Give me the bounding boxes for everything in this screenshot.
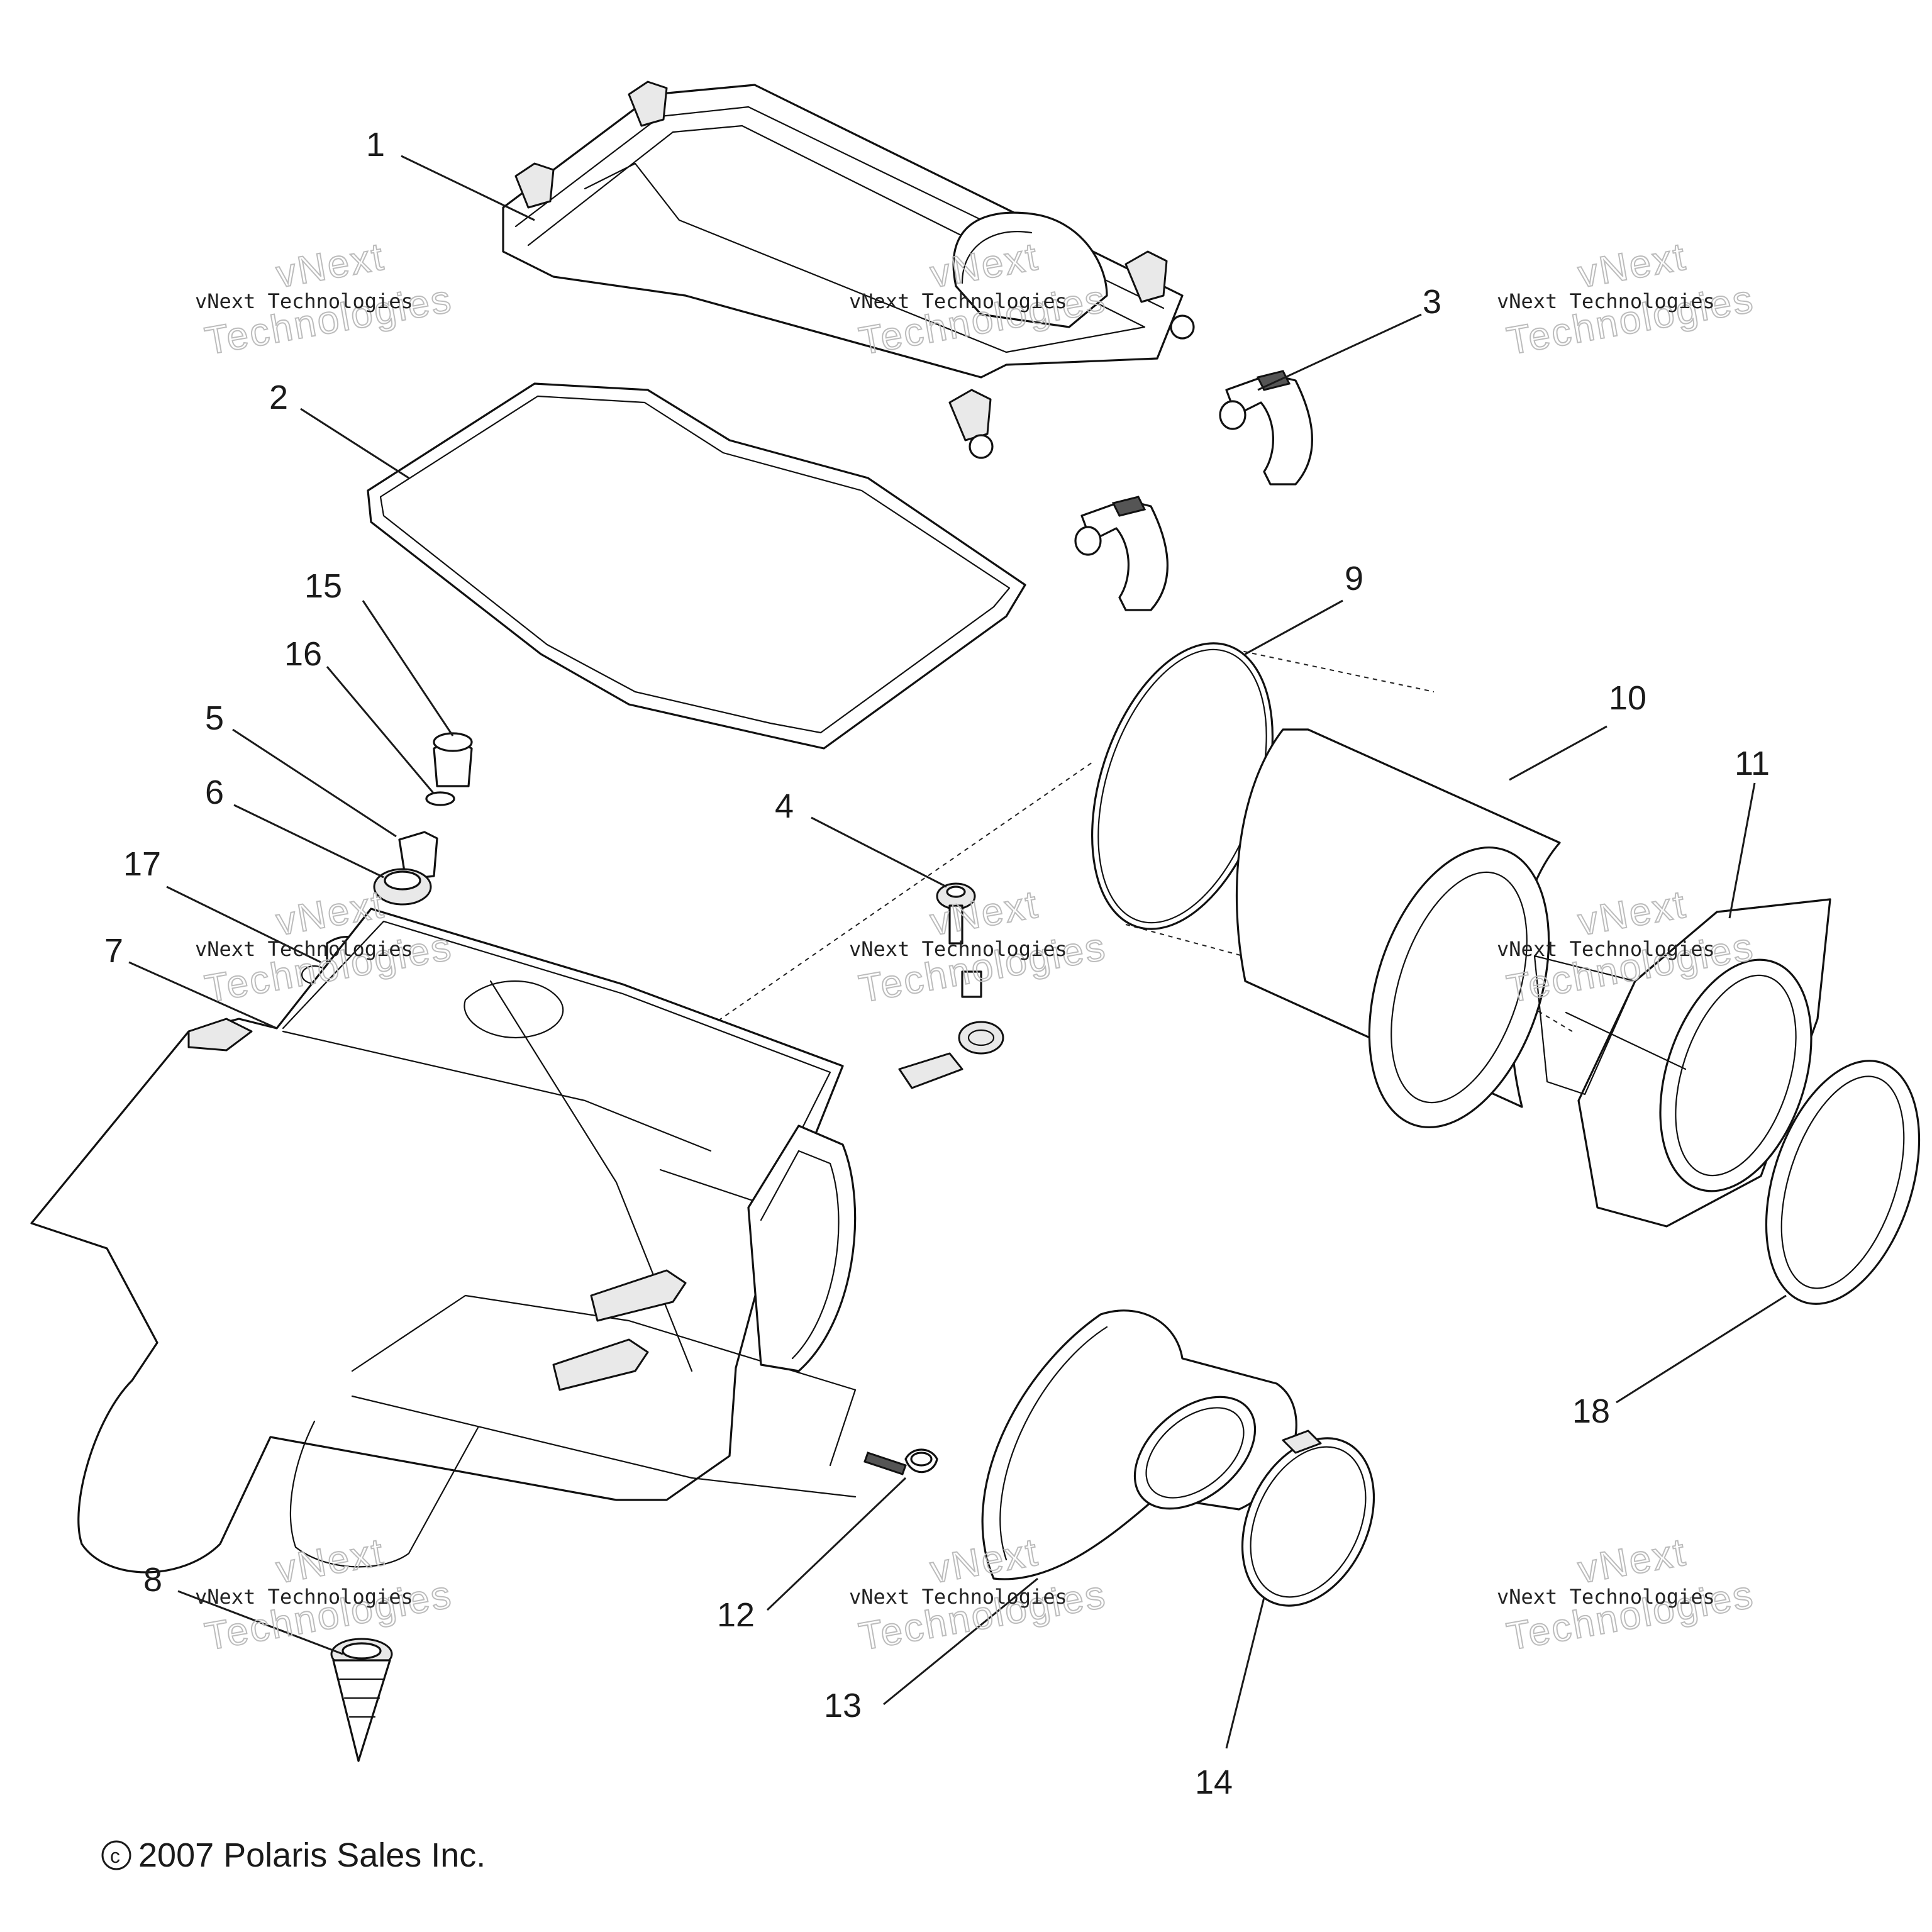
svg-text:vNext Technologies: vNext Technologies <box>1497 1585 1715 1609</box>
part-1-airbox-cover <box>502 80 1195 459</box>
leader-lines <box>128 155 1787 1749</box>
copyright-symbol: c <box>110 1845 120 1867</box>
part-4-grommet-set <box>936 882 1004 1055</box>
callout-3: 3 <box>1423 283 1441 321</box>
callout-1: 1 <box>366 126 385 164</box>
callout-14: 14 <box>1195 1763 1233 1801</box>
callout-18: 18 <box>1572 1392 1610 1430</box>
callout-11: 11 <box>1735 745 1770 782</box>
svg-text:vNext: vNext <box>273 1530 388 1592</box>
callout-10: 10 <box>1609 679 1646 717</box>
copyright-notice: c 2007 Polaris Sales Inc. <box>101 1836 486 1874</box>
svg-text:vNext: vNext <box>927 1530 1042 1592</box>
copyright-text: 2007 Polaris Sales Inc. <box>138 1836 486 1874</box>
watermark-3: vNext Technologies vNext Technologies <box>1497 234 1758 364</box>
part-2-gasket <box>367 382 1026 750</box>
svg-text:vNext Technologies: vNext Technologies <box>195 289 413 313</box>
part-13-intake-boot <box>981 1309 1297 1580</box>
watermark-9: vNext Technologies vNext Technologies <box>1497 1530 1758 1659</box>
callout-6: 6 <box>205 774 224 811</box>
parts-15-16-5-6-fastener-stack <box>373 732 473 906</box>
part-7-airbox-base <box>30 908 963 1574</box>
callout-5: 5 <box>205 699 224 737</box>
copyright-circle-icon <box>101 1840 131 1870</box>
svg-text:vNext Technologies: vNext Technologies <box>1497 937 1715 961</box>
svg-text:vNext Technologies: vNext Technologies <box>1497 289 1715 313</box>
svg-text:vNext: vNext <box>1575 1530 1690 1592</box>
svg-text:vNext: vNext <box>1575 882 1690 944</box>
svg-text:vNext Technologies: vNext Technologies <box>195 1585 413 1609</box>
svg-text:vNext Technologies: vNext Technologies <box>195 937 413 961</box>
svg-text:vNext: vNext <box>1575 235 1690 296</box>
part-8-drain-valve <box>330 1638 393 1762</box>
callout-16: 16 <box>284 635 322 673</box>
callout-labels: 1 2 3 4 5 6 7 8 9 10 11 12 13 14 15 16 1… <box>104 126 1770 1801</box>
watermark-1: vNext Technologies vNext Technologies <box>195 234 457 364</box>
part-12-wing-screw <box>863 1448 938 1475</box>
callout-7: 7 <box>104 932 123 970</box>
svg-text:vNext: vNext <box>273 235 388 296</box>
svg-text:vNext Technologies: vNext Technologies <box>849 937 1067 961</box>
callout-15: 15 <box>304 567 342 605</box>
watermark-5: vNext Technologies vNext Technologies <box>849 882 1111 1011</box>
callout-13: 13 <box>824 1687 862 1724</box>
callout-17: 17 <box>123 845 161 883</box>
svg-text:vNext Technologies: vNext Technologies <box>849 289 1067 313</box>
callout-2: 2 <box>269 379 288 416</box>
callout-9: 9 <box>1345 560 1363 597</box>
part-9-filter-ring <box>1091 642 1274 930</box>
part-10-filter-element <box>1235 728 1561 1129</box>
callout-12: 12 <box>717 1596 755 1634</box>
svg-text:vNext Technologies: vNext Technologies <box>849 1585 1067 1609</box>
part-14-hose-clamp <box>1241 1430 1375 1607</box>
part-11-filter-adapter <box>1533 898 1831 1228</box>
part-3-latch-clips <box>1074 370 1313 611</box>
part-18-seal-ring <box>1765 1060 1921 1305</box>
callout-4: 4 <box>775 787 794 825</box>
callout-8: 8 <box>143 1561 162 1599</box>
